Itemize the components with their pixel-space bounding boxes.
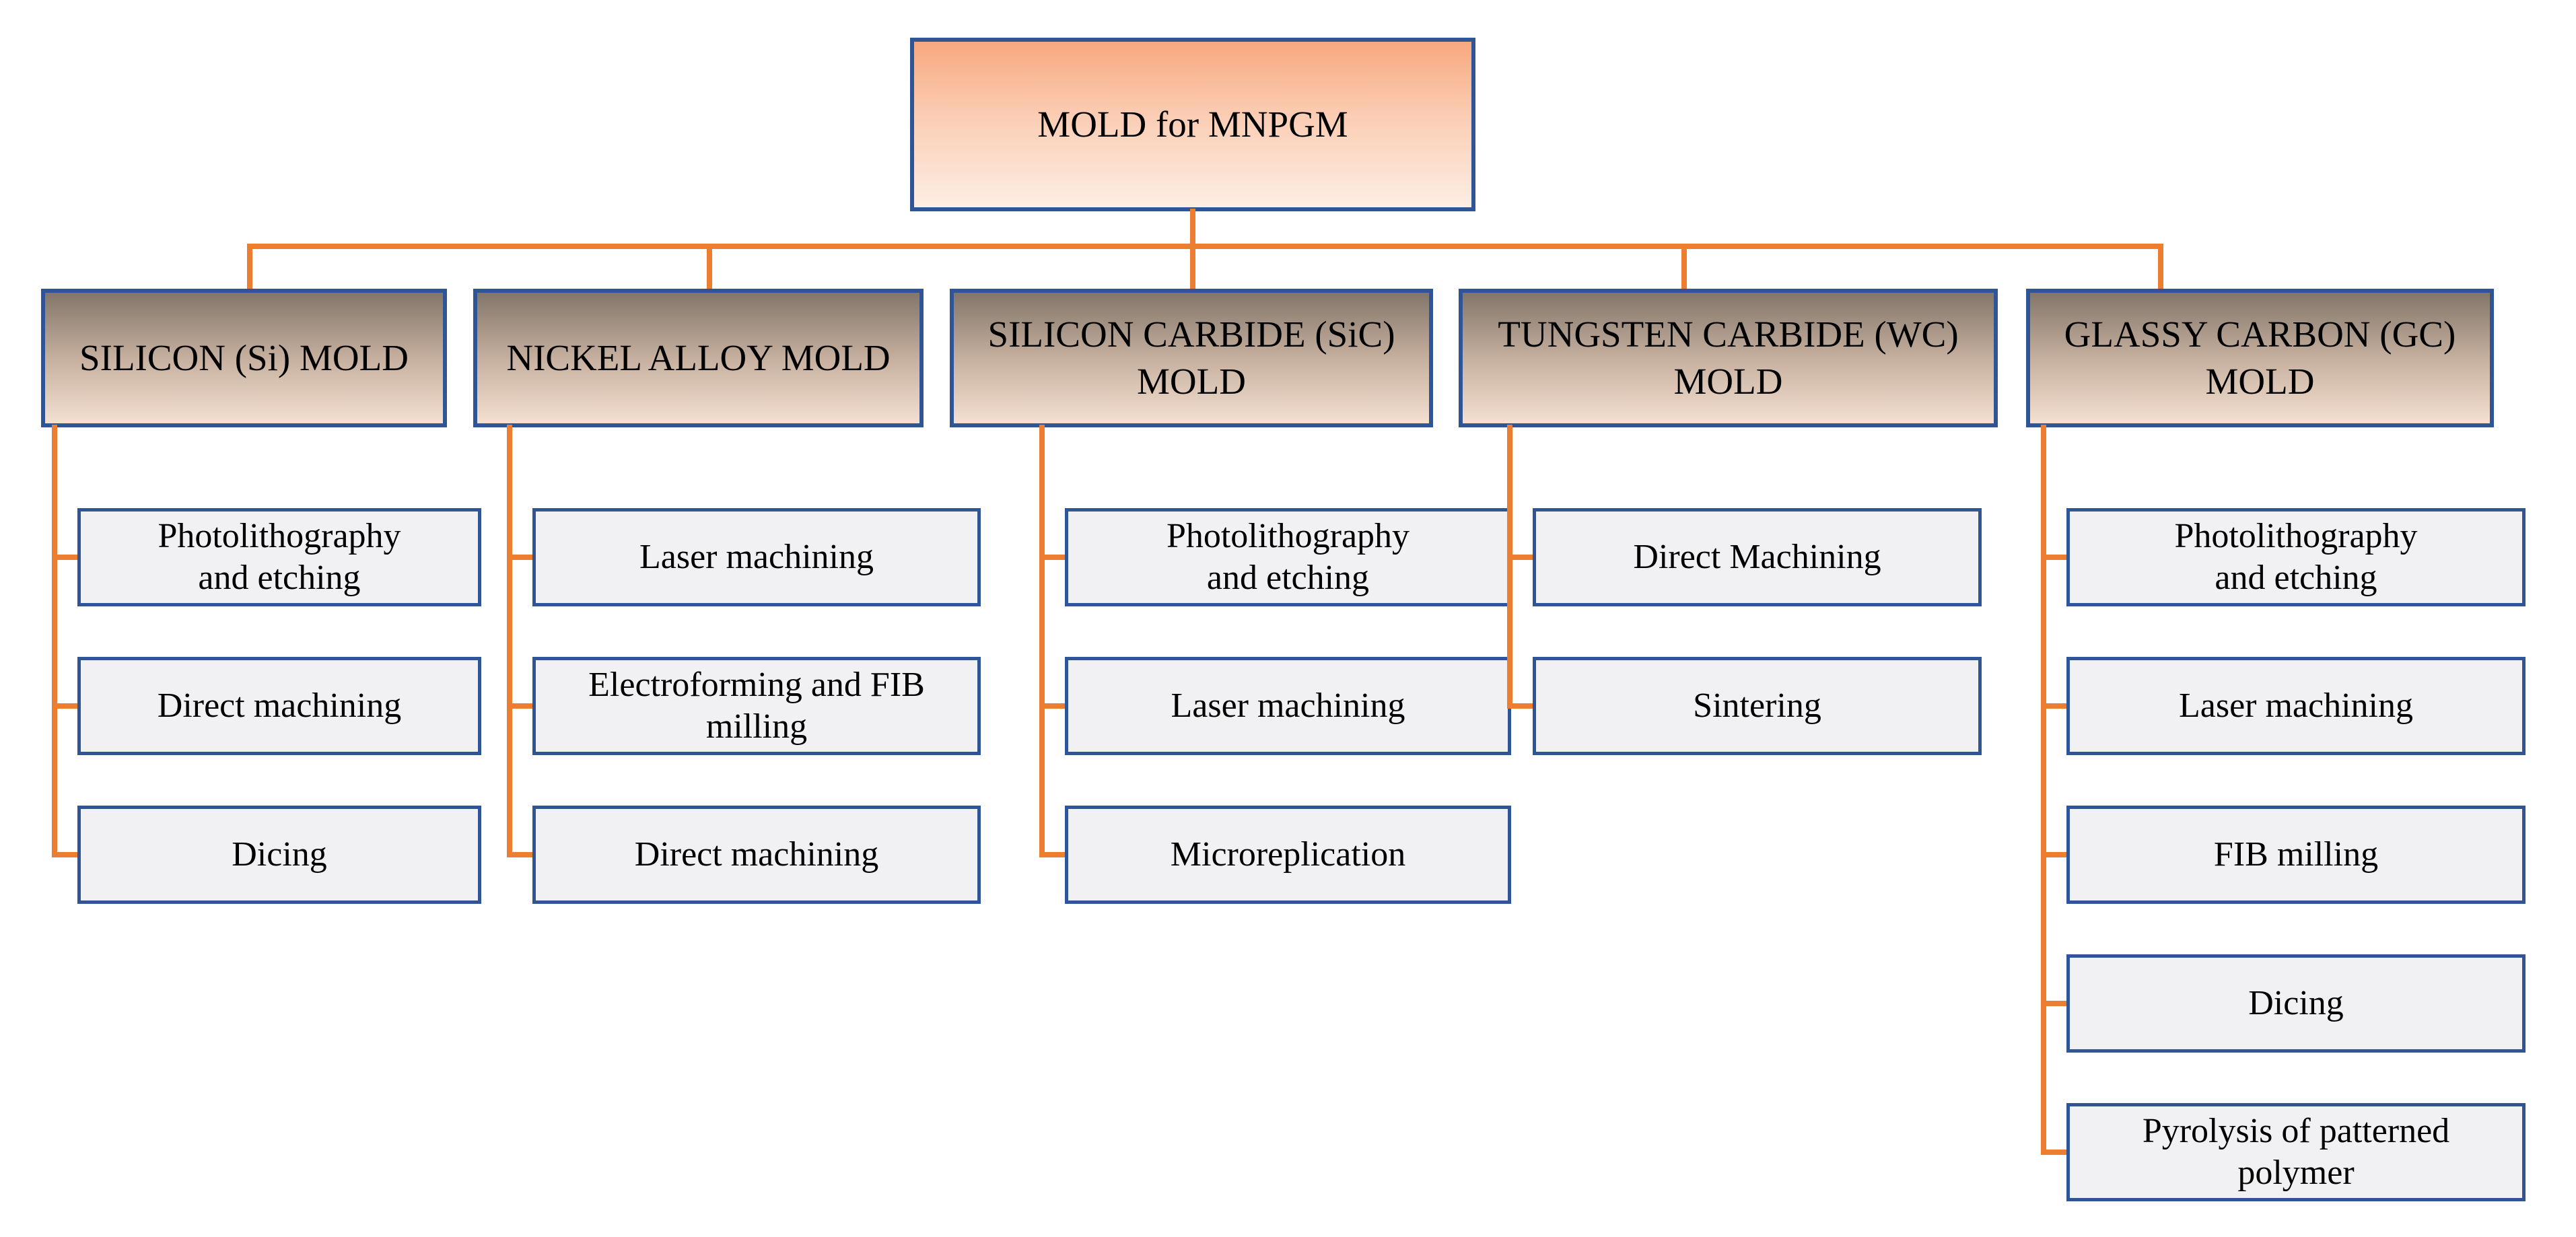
process-box-silicon-0: Photolithography and etching — [77, 508, 481, 606]
process-label: Direct Machining — [1633, 537, 1881, 576]
connector-stub-silicon-0 — [52, 555, 81, 560]
process-label: Photolithography and etching — [2174, 516, 2418, 597]
process-box-nickel-alloy-0: Laser machining — [532, 508, 981, 606]
process-label: FIB milling — [2213, 835, 2379, 874]
category-label: SILICON (Si) MOLD — [79, 337, 409, 378]
process-label: Sintering — [1693, 686, 1821, 725]
process-box-glassy-carbon-3: Dicing — [2066, 954, 2526, 1053]
connector-column-line-nickel-alloy — [507, 425, 512, 857]
process-box-glassy-carbon-0: Photolithography and etching — [2066, 508, 2526, 606]
connector-stub-silicon-carbide-0 — [1039, 555, 1069, 560]
process-box-tungsten-carbide-0: Direct Machining — [1533, 508, 1982, 606]
connector-drop-glassy-carbon — [2158, 244, 2163, 294]
process-box-silicon-2: Dicing — [77, 806, 481, 904]
connector-drop-nickel-alloy — [707, 244, 712, 294]
connector-stub-silicon-1 — [52, 703, 81, 709]
root-label: MOLD for MNPGM — [1037, 104, 1348, 145]
connector-stub-silicon-carbide-2 — [1039, 852, 1069, 857]
category-box-glassy-carbon: GLASSY CARBON (GC) MOLD — [2026, 289, 2494, 427]
category-label: NICKEL ALLOY MOLD — [506, 337, 891, 378]
process-label: Electroforming and FIB milling — [588, 665, 925, 746]
connector-hbar — [247, 244, 2163, 249]
process-box-silicon-carbide-1: Laser machining — [1065, 657, 1511, 755]
connector-drop-silicon — [247, 244, 252, 294]
category-box-nickel-alloy: NICKEL ALLOY MOLD — [473, 289, 924, 427]
process-box-glassy-carbon-4: Pyrolysis of patterned polymer — [2066, 1103, 2526, 1201]
connector-drop-tungsten-carbide — [1681, 244, 1687, 294]
category-box-tungsten-carbide: TUNGSTEN CARBIDE (WC) MOLD — [1459, 289, 1998, 427]
process-label: Laser machining — [639, 537, 874, 576]
category-box-silicon: SILICON (Si) MOLD — [41, 289, 447, 427]
process-label: Dicing — [2248, 983, 2344, 1022]
connector-stub-nickel-alloy-1 — [507, 703, 536, 709]
process-box-silicon-carbide-0: Photolithography and etching — [1065, 508, 1511, 606]
connector-stub-nickel-alloy-0 — [507, 555, 536, 560]
connector-stub-tungsten-carbide-0 — [1507, 555, 1537, 560]
connector-stub-nickel-alloy-2 — [507, 852, 536, 857]
category-label: GLASSY CARBON (GC) MOLD — [2064, 313, 2456, 402]
process-label: Photolithography and etching — [158, 516, 401, 597]
process-box-silicon-carbide-2: Microreplication — [1065, 806, 1511, 904]
process-box-nickel-alloy-2: Direct machining — [532, 806, 981, 904]
connector-stub-glassy-carbon-1 — [2041, 703, 2070, 709]
connector-column-line-glassy-carbon — [2041, 425, 2046, 1155]
process-label: Photolithography and etching — [1166, 516, 1410, 597]
connector-column-line-silicon-carbide — [1039, 425, 1045, 857]
process-label: Direct machining — [157, 686, 402, 725]
connector-stub-silicon-2 — [52, 852, 81, 857]
connector-stub-glassy-carbon-4 — [2041, 1150, 2070, 1155]
process-label: Microreplication — [1170, 835, 1406, 874]
connector-stub-glassy-carbon-3 — [2041, 1001, 2070, 1006]
connector-stub-tungsten-carbide-1 — [1507, 703, 1537, 709]
connector-stub-glassy-carbon-2 — [2041, 852, 2070, 857]
process-box-glassy-carbon-2: FIB milling — [2066, 806, 2526, 904]
connector-column-line-silicon — [52, 425, 57, 857]
category-label: SILICON CARBIDE (SiC) MOLD — [987, 313, 1395, 402]
process-label: Direct machining — [634, 835, 879, 874]
category-box-silicon-carbide: SILICON CARBIDE (SiC) MOLD — [950, 289, 1433, 427]
connector-drop-silicon-carbide — [1190, 244, 1195, 294]
root-box: MOLD for MNPGM — [910, 38, 1475, 211]
process-box-nickel-alloy-1: Electroforming and FIB milling — [532, 657, 981, 755]
process-label: Pyrolysis of patterned polymer — [2142, 1111, 2450, 1192]
process-label: Dicing — [232, 835, 327, 874]
connector-stem — [1190, 209, 1195, 249]
category-label: TUNGSTEN CARBIDE (WC) MOLD — [1498, 313, 1959, 402]
connector-column-line-tungsten-carbide — [1507, 425, 1512, 709]
process-box-glassy-carbon-1: Laser machining — [2066, 657, 2526, 755]
process-box-tungsten-carbide-1: Sintering — [1533, 657, 1982, 755]
process-label: Laser machining — [1171, 686, 1405, 725]
connector-stub-glassy-carbon-0 — [2041, 555, 2070, 560]
connector-stub-silicon-carbide-1 — [1039, 703, 1069, 709]
process-box-silicon-1: Direct machining — [77, 657, 481, 755]
process-label: Laser machining — [2179, 686, 2413, 725]
